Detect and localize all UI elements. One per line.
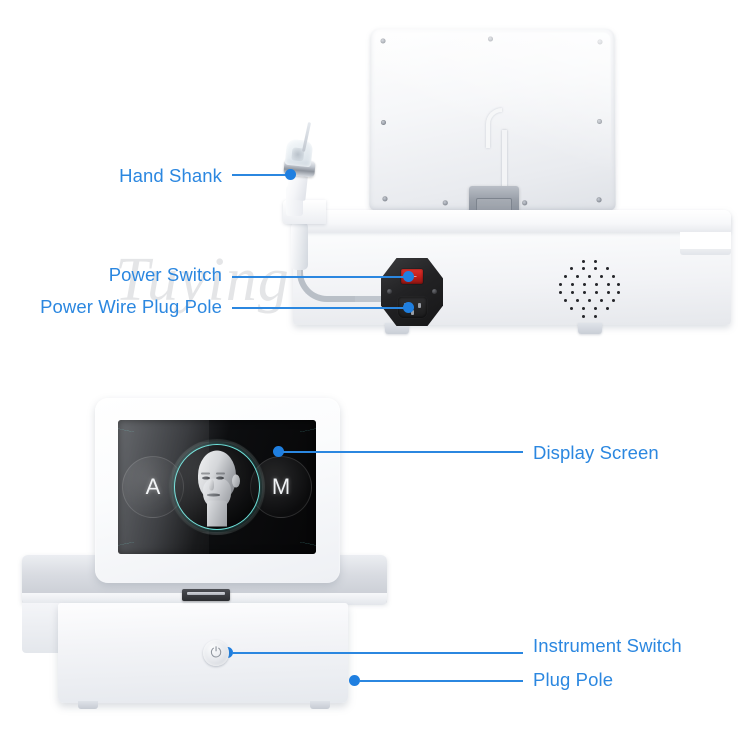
ventilation-grille (556, 258, 620, 322)
device-foot (310, 701, 330, 709)
leader-line-display-screen (283, 451, 523, 453)
callout-label-instrument-switch: Instrument Switch (533, 637, 682, 656)
instrument-switch[interactable]: ⏻ (203, 640, 229, 666)
leader-dot-icon (403, 271, 414, 282)
screw-icon (597, 119, 602, 124)
device-foot (78, 701, 98, 709)
callout-label-plug-pole: Plug Pole (533, 671, 613, 690)
hand-shank-connector (291, 222, 308, 270)
leader-dot-icon (285, 169, 296, 180)
screw-icon (522, 200, 527, 205)
leader-line-power-switch (232, 276, 408, 278)
display-screen[interactable]: A M (118, 420, 316, 554)
screw-icon (382, 196, 387, 201)
power-icon: ⏻ (210, 646, 221, 660)
device-base-top-lip (293, 210, 731, 232)
screw-icon (488, 37, 493, 42)
screen-mode-manual-label: M (272, 474, 290, 500)
socket-pin (418, 303, 421, 308)
screen-arc-decoration (118, 536, 316, 554)
device-body-side (22, 603, 62, 653)
screw-icon (597, 39, 602, 44)
callout-label-display-screen: Display Screen (533, 444, 659, 463)
screw-icon (381, 120, 386, 125)
screen-mode-auto-label: A (146, 474, 161, 500)
display-hinge-clip (182, 589, 230, 601)
device-base-notch-edge (680, 249, 731, 255)
hand-shank-tip (285, 139, 314, 168)
leader-line-plug-pole (359, 680, 523, 682)
leader-line-hand-shank (232, 174, 288, 176)
device-foot (578, 323, 602, 334)
callout-label-power-switch: Power Switch (20, 266, 222, 285)
screw-icon (597, 197, 602, 202)
face-model-icon (191, 451, 243, 527)
screw-icon (387, 289, 392, 294)
screen-arc-decoration (118, 420, 316, 438)
callout-label-power-wire-plug-pole: Power Wire Plug Pole (20, 298, 222, 317)
callout-label-hand-shank: Hand Shank (20, 167, 222, 186)
leader-line-instrument-switch (232, 652, 523, 654)
screw-icon (432, 289, 437, 294)
product-view-front: A M (0, 360, 750, 750)
leader-dot-icon (403, 302, 414, 313)
screw-icon (443, 200, 448, 205)
screw-icon (381, 38, 386, 43)
leader-line-power-wire-plug-pole (232, 307, 408, 309)
